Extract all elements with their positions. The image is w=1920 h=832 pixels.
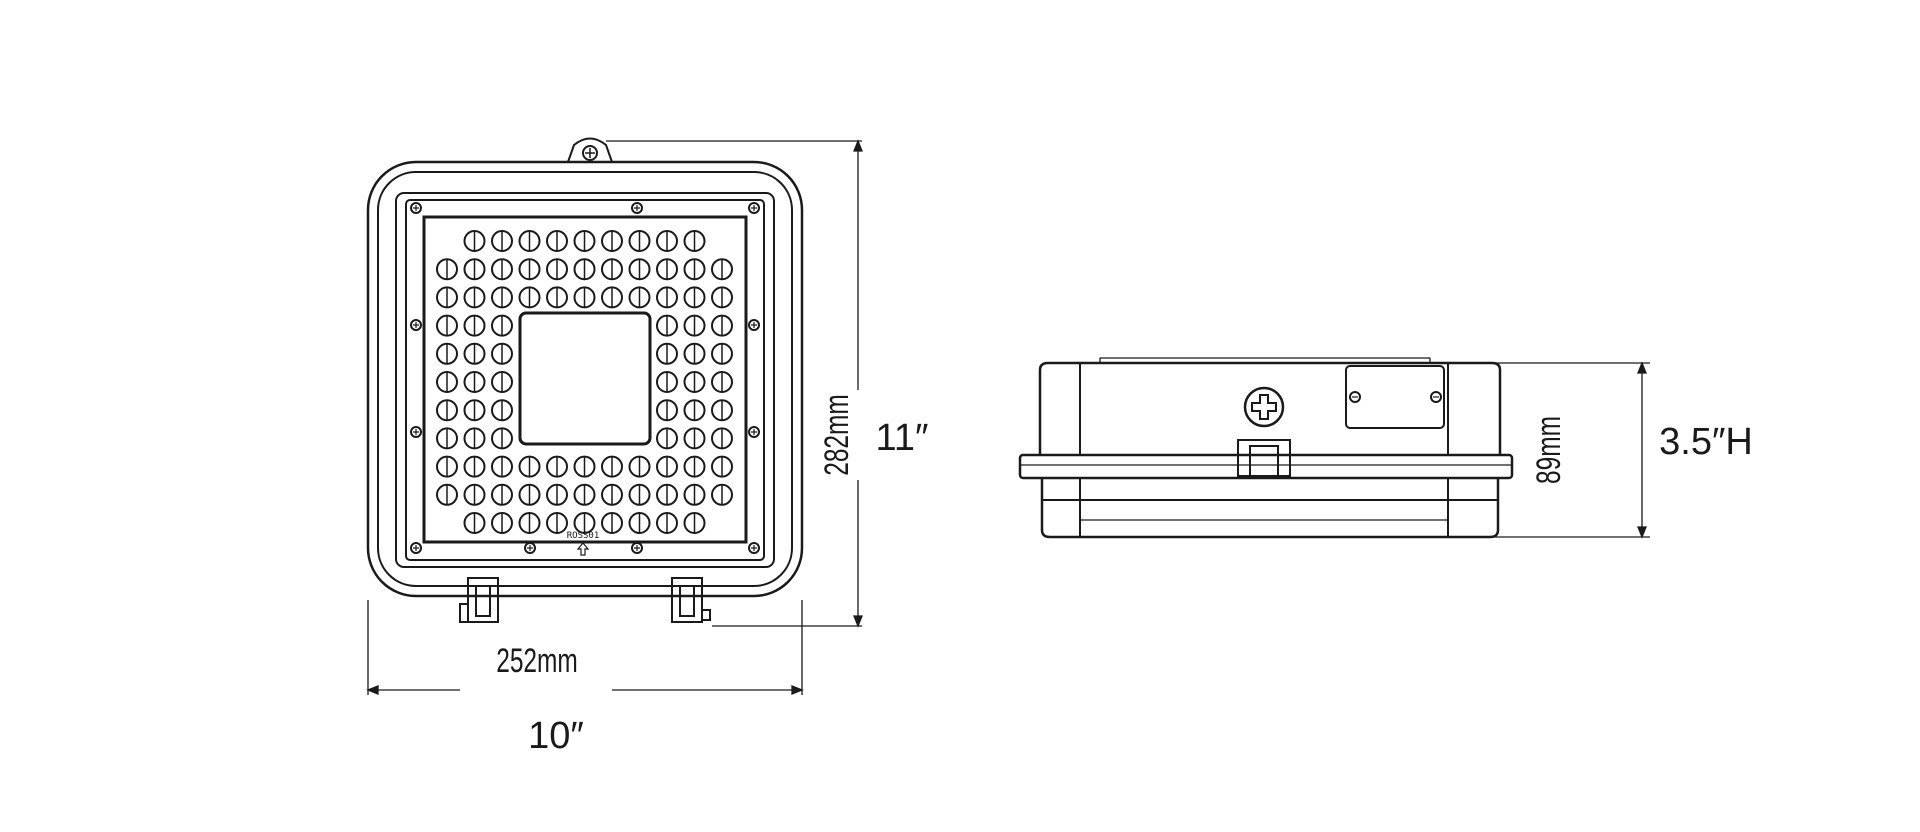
side-lower-body [1040, 478, 1500, 539]
inner-frame [395, 192, 775, 568]
side-upper-housing [1038, 361, 1502, 455]
screw-icon [410, 319, 422, 331]
led-array [436, 230, 733, 534]
side-view [1018, 357, 1650, 539]
screw-icon [410, 426, 422, 438]
side-clip [1237, 439, 1291, 477]
screw-icon [748, 319, 760, 331]
bottom-feet [459, 577, 711, 623]
lens-panel [422, 215, 748, 544]
screw-cross [634, 545, 640, 551]
screw-cross [751, 545, 757, 551]
mounting-tab [567, 137, 613, 163]
side-height-in-label: 3.5″H [1659, 421, 1753, 463]
screw-cross [413, 322, 419, 328]
screw-cross [413, 429, 419, 435]
height-dimension [606, 139, 863, 628]
model-label: ROSS01 [567, 531, 600, 541]
width-mm-label: 252mm [496, 642, 578, 680]
screw-icon [410, 202, 422, 214]
screw-cross [751, 429, 757, 435]
screw-icon [748, 426, 760, 438]
side-height-mm-label: 89mm [1530, 416, 1568, 484]
front-view: ROSS01 [366, 137, 863, 695]
phillips-screw-icon [1243, 386, 1285, 428]
screw-icon [631, 202, 643, 214]
frame-screws [410, 202, 760, 554]
screw-cross [751, 205, 757, 211]
screw-cross [527, 545, 533, 551]
up-arrow-icon [576, 542, 590, 556]
screw-icon [631, 542, 643, 554]
screw-cross [413, 205, 419, 211]
screw-cross [634, 205, 640, 211]
screw-cross [413, 545, 419, 551]
outer-housing [366, 160, 804, 598]
side-height-dimension [1450, 361, 1650, 539]
screw-icon [410, 542, 422, 554]
screw-icon [748, 202, 760, 214]
height-mm-label: 282mm [818, 394, 856, 476]
screw-icon [524, 542, 536, 554]
screw-icon [748, 542, 760, 554]
height-in-label: 11″ [876, 417, 929, 459]
side-junction-plate [1345, 365, 1445, 429]
center-window [518, 311, 652, 446]
inner-bezel [377, 171, 793, 587]
lens-frame [405, 199, 765, 561]
side-flange [1018, 453, 1514, 480]
screw-cross [751, 322, 757, 328]
width-in-label: 10″ [528, 715, 584, 757]
width-dimension [366, 600, 804, 695]
